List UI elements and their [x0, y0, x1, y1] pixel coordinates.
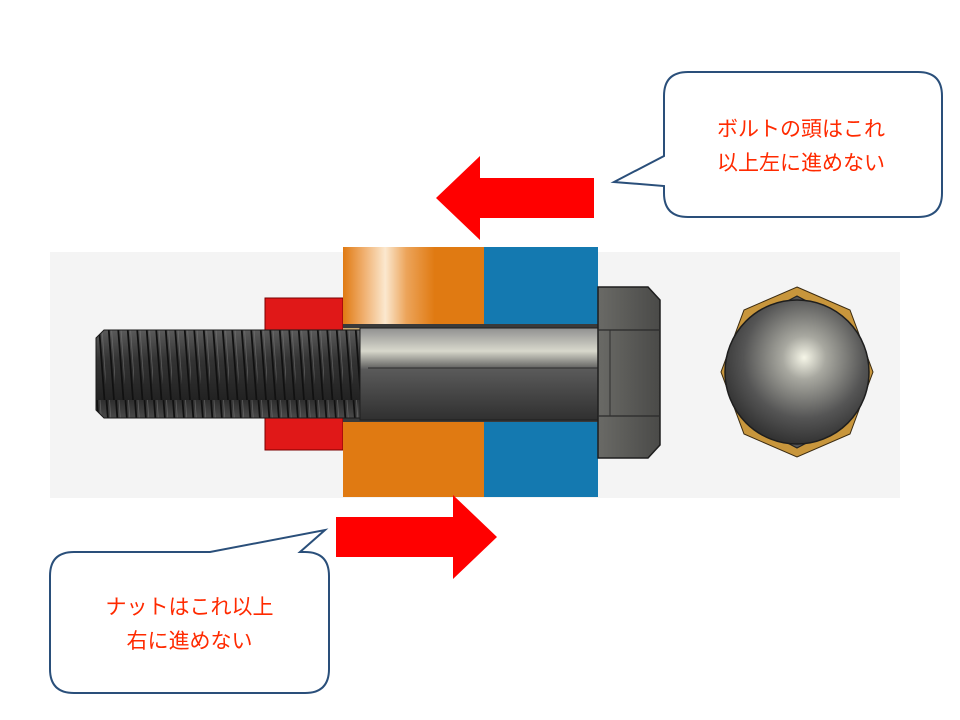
callout-bolt-head-line1: ボルトの頭はこれ [717, 117, 885, 141]
arrow-right-icon [336, 495, 497, 579]
blue-plate-bottom [484, 420, 598, 497]
orange-plate-top [343, 247, 484, 326]
orange-plate-bottom [343, 420, 484, 497]
callout-bubble-top [610, 71, 943, 218]
callout-nut-line1: ナットはこれ以上 [105, 595, 274, 619]
callout-bolt-head-line2: 以上左に進めない [717, 151, 885, 175]
callout-bubble-bottom [49, 528, 330, 694]
arrow-left-icon [436, 156, 594, 240]
bolt-head-end-view [720, 286, 874, 458]
bolt-thread [95, 329, 361, 419]
callout-nut-line2: 右に進めない [126, 629, 253, 653]
callout-bolt-head-text: ボルトの頭はこれ 以上左に進めない [666, 112, 936, 180]
blue-plate-top [484, 247, 598, 326]
callout-nut-text: ナットはこれ以上 右に進めない [52, 590, 327, 658]
bolt-head-side [597, 286, 661, 459]
bolt-shank [359, 327, 601, 421]
